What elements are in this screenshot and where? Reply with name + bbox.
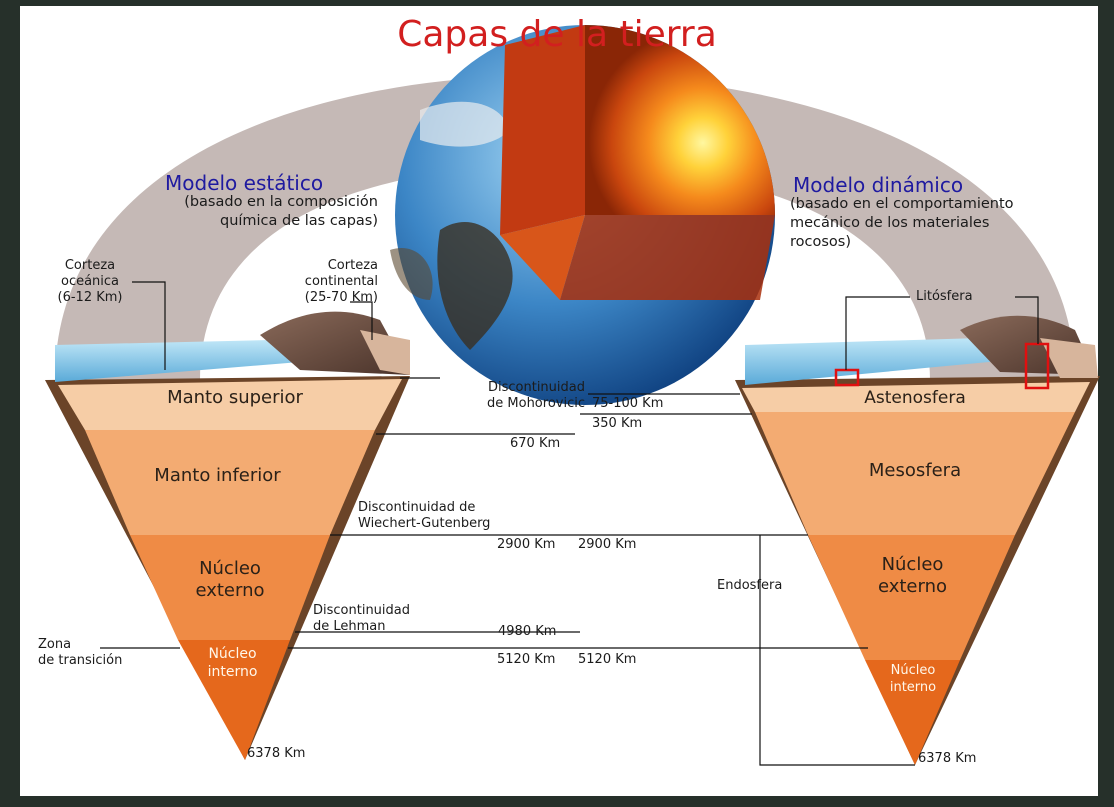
static-model-subtitle: (basado en la composición química de las…	[118, 193, 378, 231]
mohorovicic-label: Discontinuidad de Mohorovicic	[440, 380, 585, 412]
inner-core-label-static: Núcleo interno	[185, 645, 280, 681]
outer-core-line: Núcleo	[881, 554, 944, 575]
outer-core-line: externo	[195, 580, 265, 601]
outer-core-line: externo	[877, 576, 948, 597]
lithosphere-box-continental	[1024, 342, 1050, 390]
depth-4980: 4980 Km	[498, 624, 557, 639]
background-arch	[55, 75, 1075, 380]
right-asthenosphere	[742, 382, 1090, 412]
oceanic-crust-line: (6-12 Km)	[57, 290, 123, 305]
left-upper-mantle	[58, 379, 402, 430]
right-mesosphere	[755, 412, 1075, 535]
dynamic-model-title: Modelo dinámico	[793, 173, 964, 197]
wiechert-gutenberg-line: Discontinuidad de	[358, 500, 476, 515]
inner-core-line: Núcleo	[208, 646, 257, 662]
dynamic-center-depth: 6378 Km	[918, 751, 977, 766]
inner-core-line: Núcleo	[890, 663, 936, 678]
oceanic-crust-line: Corteza	[64, 258, 116, 273]
wiechert-gutenberg-line: Wiechert-Gutenberg	[358, 516, 491, 531]
transition-zone-line: Zona	[38, 637, 72, 652]
static-model-cone	[45, 311, 410, 760]
inner-core-line: interno	[207, 664, 258, 680]
transition-zone-line: de transición	[38, 653, 123, 668]
left-lower-mantle	[85, 430, 375, 535]
left-outer-core	[130, 535, 330, 640]
depth-2900-left: 2900 Km	[497, 537, 556, 552]
lehman-line: de Lehman	[313, 619, 386, 634]
outer-core-label-dynamic: Núcleo externo	[830, 554, 995, 598]
outer-core-label-static: Núcleo externo	[150, 558, 310, 602]
depth-2900-right: 2900 Km	[578, 537, 637, 552]
outer-core-line: Núcleo	[199, 558, 261, 579]
inner-core-line: interno	[889, 680, 937, 695]
left-ocean	[55, 340, 300, 382]
wiechert-gutenberg-label: Discontinuidad de Wiechert-Gutenberg	[358, 500, 490, 532]
right-ocean	[745, 338, 1010, 385]
static-subtitle-line: (basado en la composición	[184, 194, 378, 210]
oceanic-crust-line: oceánica	[60, 274, 120, 289]
upper-mantle-label: Manto superior	[167, 387, 303, 408]
depth-350: 350 Km	[592, 416, 643, 431]
dynamic-subtitle-line: rocosos)	[790, 234, 851, 250]
continental-crust-label: Corteza continental (25-70 Km)	[268, 258, 378, 306]
static-subtitle-line: química de las capas)	[219, 213, 378, 229]
lehman-label: Discontinuidad de Lehman	[313, 603, 410, 635]
inner-core-label-dynamic: Núcleo interno	[868, 662, 958, 696]
endosphere-label: Endosfera	[717, 578, 783, 593]
lithosphere-box-oceanic	[834, 368, 860, 387]
asthenosphere-label: Astenosfera	[864, 388, 966, 408]
earth-globe	[390, 25, 775, 405]
continental-crust-line: Corteza	[327, 258, 378, 273]
mesosphere-label: Mesosfera	[868, 460, 962, 481]
dynamic-subtitle-line: (basado en el comportamiento	[790, 196, 1014, 212]
mohorovicic-line: Discontinuidad	[487, 380, 585, 395]
dynamic-model-cone	[735, 315, 1100, 765]
continental-crust-line: (25-70 Km)	[304, 290, 378, 305]
transition-zone-label: Zona de transición	[38, 637, 122, 669]
oceanic-crust-label: Corteza oceánica (6-12 Km)	[45, 258, 135, 306]
lehman-line: Discontinuidad	[313, 603, 411, 618]
static-center-depth: 6378 Km	[247, 746, 306, 761]
continental-crust-line: continental	[304, 274, 378, 289]
mohorovicic-line: de Mohorovicic	[487, 396, 585, 411]
right-inner-core	[865, 660, 960, 765]
right-outer-core	[808, 535, 1015, 660]
depth-5120-left: 5120 Km	[497, 652, 556, 667]
static-model-title: Modelo estático	[165, 171, 324, 195]
dynamic-model-subtitle: (basado en el comportamiento mecánico de…	[790, 195, 1014, 252]
depth-5120-right: 5120 Km	[578, 652, 637, 667]
leader-lines	[100, 281, 1039, 766]
lithosphere-label: Litósfera	[916, 289, 973, 304]
depth-670: 670 Km	[510, 436, 561, 451]
lower-mantle-label: Manto inferior	[154, 465, 281, 486]
diagram-title: Capas de la tierra	[397, 14, 717, 55]
left-inner-core	[178, 640, 290, 760]
dynamic-subtitle-line: mecánico de los materiales	[790, 215, 990, 231]
depth-75-100: 75-100 Km	[592, 396, 664, 411]
